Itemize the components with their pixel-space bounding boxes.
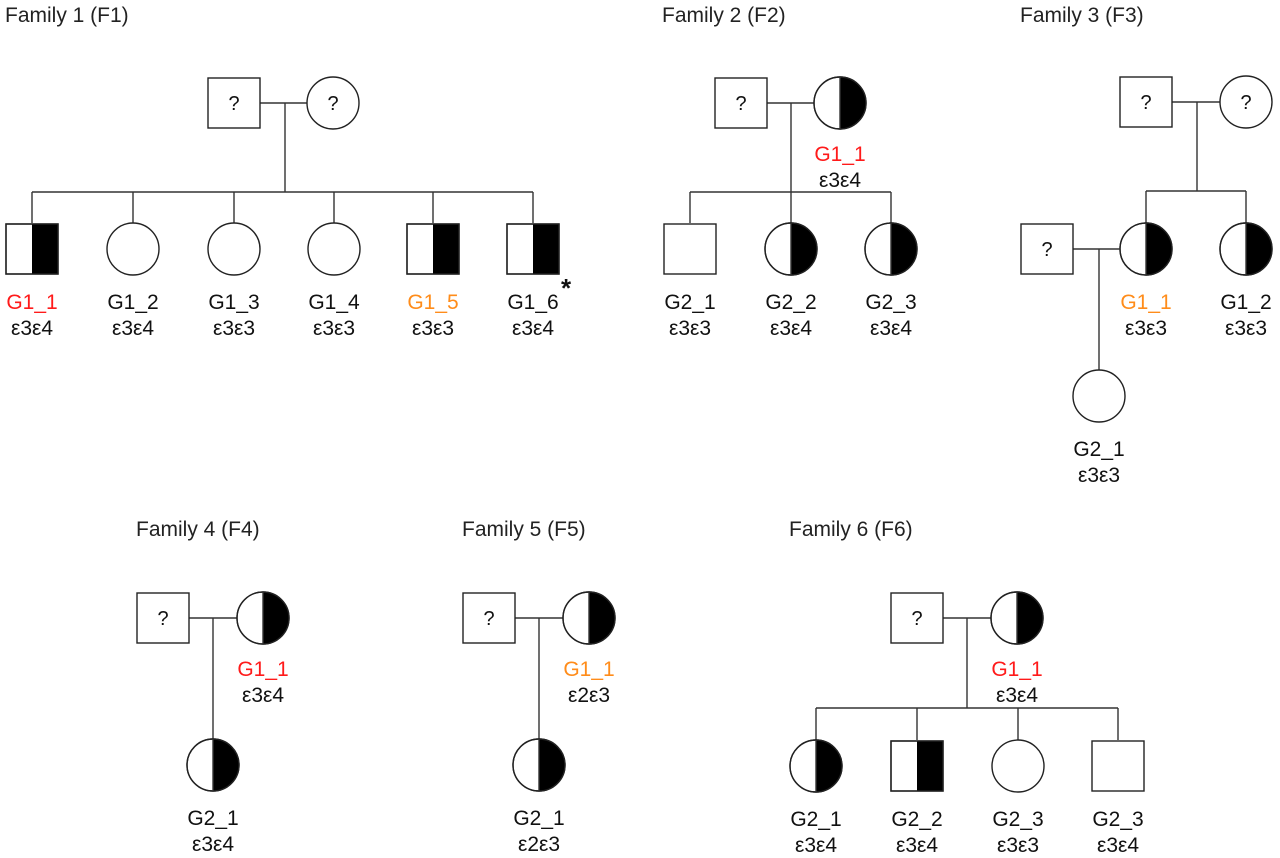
f3-mother-unknown-mark: ? [1240,92,1251,114]
f4-mother-id-label: G1_1 [237,658,288,681]
f1-child-2-id-label: G1_2 [107,291,158,314]
f6-child-2-half-fill [917,741,943,791]
f2-father-unknown-mark: ? [735,93,746,115]
f6-child-2-outline [890,740,944,792]
f1-child-3-genotype: ε3ε3 [213,317,255,340]
f5-father-square [462,592,516,644]
f6-child-2-id-label: G2_2 [891,808,942,831]
f2-child-1-genotype: ε3ε3 [669,317,711,340]
f4-mother-half-fill [263,592,289,644]
family-4-title: Family 4 (F4) [136,518,260,541]
f5-child-1-half-fill [539,739,565,791]
f3-grandchild-1-genotype: ε3ε3 [1078,464,1120,487]
f5-mother-genotype: ε2ε3 [568,684,610,707]
f5-father-unknown-mark: ? [483,608,494,630]
f1-child-1-id-label: G1_1 [6,291,57,314]
f2-child-3-genotype: ε3ε4 [870,317,912,340]
f1-child-6-half-fill [533,224,559,274]
family-5-title: Family 5 (F5) [462,518,586,541]
f1-child-4-genotype: ε3ε3 [313,317,355,340]
f1-father-square [207,77,261,129]
f6-child-2-genotype: ε3ε4 [896,834,938,857]
f6-child-3-genotype: ε3ε3 [997,834,1039,857]
f4-mother-genotype: ε3ε4 [242,684,284,707]
f2-child-2-id-label: G2_2 [765,291,816,314]
f6-child-1-half-fill [816,740,842,792]
family-6-title: Family 6 (F6) [789,518,913,541]
f1-child-3-circle [207,222,261,276]
f1-child-1-outline [5,223,59,275]
f3-father-square [1119,76,1173,128]
f1-child-5-outline [406,223,460,275]
f6-mother-genotype: ε3ε4 [996,684,1038,707]
f1-child-6-outline [506,223,560,275]
family-1-title: Family 1 (F1) [5,4,129,27]
f3-spouse-square [1020,223,1074,275]
f3-child-1-id-label: G1_1 [1120,291,1171,314]
f1-child-2-genotype: ε3ε4 [112,317,154,340]
f5-mother-half-fill [589,592,615,644]
f2-child-2-half-fill [791,223,817,275]
f2-mother-half-fill [840,77,866,129]
f1-child-4-id-label: G1_4 [308,291,360,314]
f1-mother-unknown-mark: ? [327,93,338,115]
f3-grandchild-1-id-label: G2_1 [1073,438,1124,461]
f1-child-1-genotype: ε3ε4 [11,317,53,340]
f1-child-6-genotype: ε3ε4 [512,317,554,340]
f3-child-2-half-fill [1246,223,1272,275]
f2-child-1-id-label: G2_1 [664,291,715,314]
f3-child-1-half-fill [1146,223,1172,275]
f6-child-4-genotype: ε3ε4 [1097,834,1139,857]
f2-child-2-genotype: ε3ε4 [770,317,812,340]
f4-child-1-id-label: G2_1 [187,807,238,830]
f2-mother-genotype: ε3ε4 [819,169,861,192]
f2-child-3-id-label: G2_3 [865,291,916,314]
f1-child-4-circle [307,222,361,276]
f4-father-square [136,592,190,644]
f1-child-5-genotype: ε3ε3 [412,317,454,340]
f5-mother-id-label: G1_1 [563,658,614,681]
f6-father-square [890,592,944,644]
f3-child-2-id-label: G1_2 [1220,291,1271,314]
f5-child-1-id-label: G2_1 [513,807,564,830]
f3-spouse-unknown-mark: ? [1041,239,1052,261]
f4-child-1-half-fill [213,739,239,791]
f1-mother-circle [306,76,360,130]
pedigree-drawing: ??G1_1ε3ε4G1_2ε3ε4G1_3ε3ε3G1_4ε3ε3G1_5ε3… [5,75,1273,857]
f4-father-unknown-mark: ? [157,608,168,630]
f6-child-3-id-label: G2_3 [992,808,1043,831]
f1-father-unknown-mark: ? [228,93,239,115]
f4-child-1-genotype: ε3ε4 [192,833,234,856]
f6-child-1-genotype: ε3ε4 [795,834,837,857]
family-2-title: Family 2 (F2) [662,4,786,27]
f1-child-2-circle [106,222,160,276]
f2-father-square [714,77,768,129]
f1-child-6-id-label: G1_6 [507,291,558,314]
f6-mother-id-label: G1_1 [991,658,1042,681]
f6-child-4-square [1091,740,1145,792]
f1-child-1-half-fill [32,224,58,274]
f3-father-unknown-mark: ? [1140,92,1151,114]
f6-child-4-id-label: G2_3 [1092,808,1143,831]
f3-grandchild-1-circle [1072,369,1126,423]
f1-child-5-id-label: G1_5 [407,291,458,314]
family-3-title: Family 3 (F3) [1020,4,1144,27]
f6-child-3-circle [991,739,1045,793]
f1-child-6-asterisk-note: * [561,273,572,303]
f2-child-1-square [663,223,717,275]
f6-mother-half-fill [1017,592,1043,644]
f2-mother-id-label: G1_1 [814,143,865,166]
f1-child-5-half-fill [433,224,459,274]
f3-mother-circle [1219,75,1273,129]
f2-child-3-half-fill [891,223,917,275]
f5-child-1-genotype: ε2ε3 [518,833,560,856]
f3-child-2-genotype: ε3ε3 [1225,317,1267,340]
f6-child-1-id-label: G2_1 [790,808,841,831]
f1-child-3-id-label: G1_3 [208,291,259,314]
f3-child-1-genotype: ε3ε3 [1125,317,1167,340]
f6-father-unknown-mark: ? [911,608,922,630]
